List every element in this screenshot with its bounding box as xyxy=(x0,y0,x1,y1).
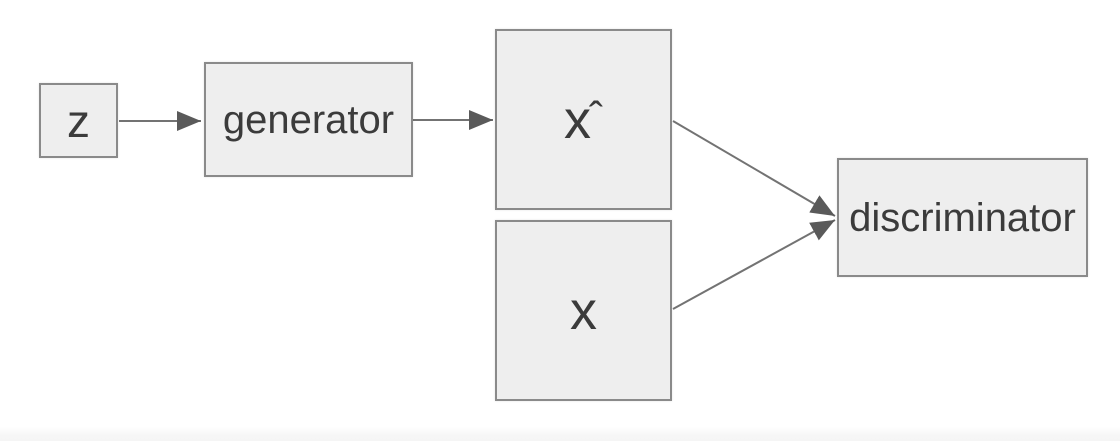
node-z-label: z xyxy=(67,94,90,147)
node-z: z xyxy=(39,83,118,158)
node-generator: generator xyxy=(204,62,413,177)
node-discriminator: discriminator xyxy=(837,158,1088,277)
edge-x-to-discriminator xyxy=(672,219,836,310)
node-x-hat-label: xˆ xyxy=(564,93,603,147)
node-discriminator-label: discriminator xyxy=(849,195,1076,240)
node-x-hat-label-base: x xyxy=(564,89,592,150)
node-x-label: x xyxy=(570,280,597,341)
node-x: x xyxy=(495,220,672,401)
edge-x-hat-to-discriminator xyxy=(672,120,836,217)
node-x-hat-label-hat: ˆ xyxy=(588,92,603,140)
node-generator-label: generator xyxy=(222,97,395,142)
node-x-hat: xˆ xyxy=(495,29,672,210)
footer-strip xyxy=(0,427,1120,441)
